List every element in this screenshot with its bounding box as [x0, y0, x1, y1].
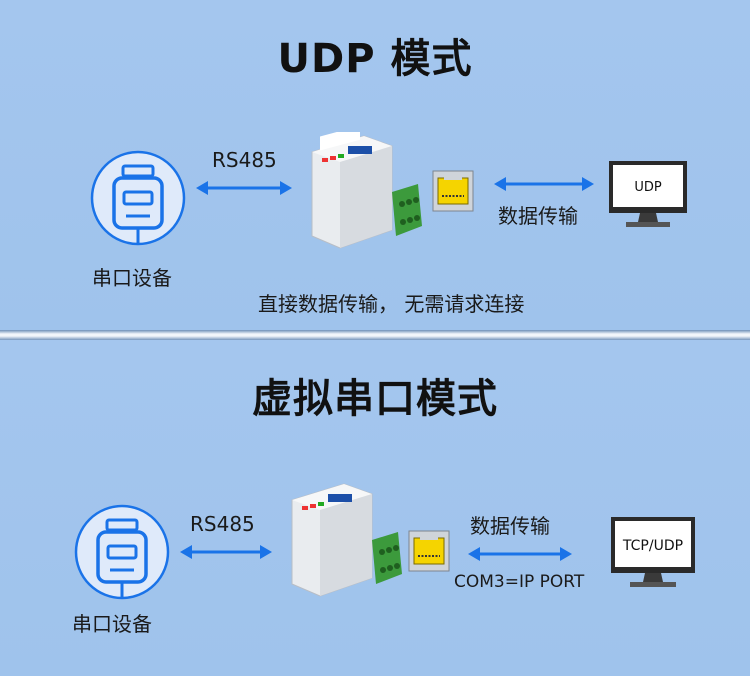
- rs485-label-2: RS485: [190, 512, 255, 536]
- monitor-label: UDP: [634, 180, 662, 195]
- virtual-serial-mode-panel: 虚拟串口模式 串口设备 RS485: [0, 340, 750, 676]
- serial-port-icon-2: [72, 502, 172, 606]
- udp-caption: 直接数据传输， 无需请求连接: [258, 292, 525, 316]
- udp-mode-panel: UDP 模式 串口设备 RS485: [0, 0, 750, 330]
- double-arrow-icon-2: [180, 544, 272, 564]
- serial-port-icon: [88, 148, 188, 252]
- serial-device-label: 串口设备: [92, 266, 172, 290]
- double-arrow-icon-right: [494, 176, 594, 196]
- ethernet-port-icon-2: [408, 530, 450, 576]
- monitor-icon-2: [610, 516, 696, 596]
- double-arrow-icon-right-2: [468, 546, 572, 566]
- data-transfer-label-2: 数据传输: [470, 514, 550, 538]
- ethernet-port-icon: [432, 170, 474, 216]
- monitor-label-2: TCP/UDP: [622, 538, 684, 554]
- serial-device-label-2: 串口设备: [72, 612, 152, 636]
- converter-device-icon-2: [272, 480, 412, 604]
- section-divider: [0, 330, 750, 340]
- converter-device-icon: [292, 125, 432, 256]
- rs485-label: RS485: [212, 148, 277, 172]
- udp-mode-title: UDP 模式: [277, 36, 473, 82]
- virtual-serial-mode-title: 虚拟串口模式: [252, 376, 498, 422]
- monitor-icon: [608, 160, 688, 236]
- data-transfer-label: 数据传输: [498, 204, 578, 228]
- com-port-mapping-label: COM3=IP PORT: [454, 572, 585, 592]
- double-arrow-icon: [196, 180, 292, 200]
